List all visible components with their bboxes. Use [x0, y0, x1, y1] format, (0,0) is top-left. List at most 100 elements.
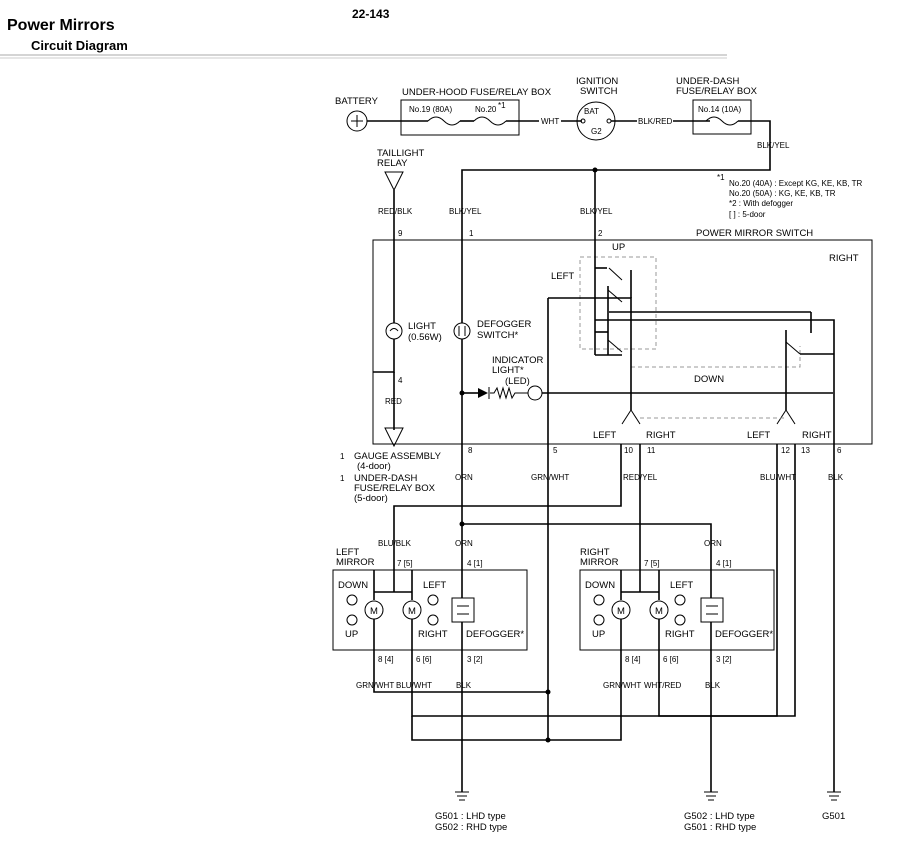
left-label-b: LEFT	[747, 430, 770, 441]
wire-orn-right	[462, 523, 712, 570]
taillight-relay: TAILLIGHT RELAY	[377, 148, 425, 192]
pin-13: 13	[801, 446, 810, 455]
right-label-a: RIGHT	[646, 430, 676, 441]
wire-sw-horiz-2	[595, 319, 835, 444]
ground-label-g502-lhd: G502 : LHD type	[684, 811, 755, 822]
wire-sw-common	[548, 297, 632, 410]
wire-label-orn-3: ORN	[704, 539, 722, 548]
lm-up-label: UP	[345, 629, 358, 640]
ground-symbol	[455, 791, 469, 801]
bat-label: BAT	[584, 107, 599, 116]
underhood-fuse-box: UNDER-HOOD FUSE/RELAY BOX No.19 (80A) No…	[400, 87, 552, 136]
right-mirror-label-1: RIGHT	[580, 547, 610, 558]
notes: *1 No.20 (40A) : Except KG, KE, KB, TR N…	[717, 173, 862, 219]
gauge-label-2: (4-door)	[357, 461, 391, 472]
junction	[545, 737, 551, 743]
pin-5: 5	[553, 446, 558, 455]
underdash-label-2: FUSE/RELAY BOX	[676, 86, 758, 97]
battery: BATTERY	[335, 96, 379, 132]
rm-motor-2: M	[655, 606, 663, 617]
note-2: *2 : With defogger	[729, 199, 793, 208]
ground-label-g501-lhd: G501 : LHD type	[435, 811, 506, 822]
rm-right-label: RIGHT	[665, 629, 695, 640]
wire-label-blk-yel-top: BLK/YEL	[757, 141, 790, 150]
lm-right-label: RIGHT	[418, 629, 448, 640]
gauge-ground-triangle	[384, 427, 404, 448]
left-label-switch: LEFT	[551, 271, 574, 282]
indicator-label-1: INDICATOR	[492, 355, 544, 366]
lm-motor-1: M	[370, 606, 378, 617]
rm-pin-4: 4 [1]	[716, 559, 732, 568]
wire-label-orn-1: ORN	[455, 473, 473, 482]
label-bg	[539, 116, 561, 126]
note-1b: No.20 (50A) : KG, KE, KB, TR	[729, 189, 836, 198]
lm-motor-2: M	[408, 606, 416, 617]
wire-label-lm-blu-wht: BLU/WHT	[396, 681, 432, 690]
rm-defogger-label: DEFOGGER*	[715, 629, 773, 640]
ground-label-g501-rhd: G501 : RHD type	[684, 822, 756, 833]
wire-label-blu-wht-1: BLU/WHT	[760, 473, 796, 482]
defog-sw-label-2: SWITCH*	[477, 330, 518, 341]
indicator-label-2: LIGHT*	[492, 365, 524, 376]
lm-defogger-label: DEFOGGER*	[466, 629, 524, 640]
wire-label-lm-grn-wht: GRN/WHT	[356, 681, 394, 690]
wire-label-rm-wht-red: WHT/RED	[644, 681, 682, 690]
wire-label-rm-grn-wht: GRN/WHT	[603, 681, 641, 690]
lm-pin-3: 3 [2]	[467, 655, 483, 664]
rm-pin-7: 7 [5]	[644, 559, 660, 568]
lm-pin-8: 8 [4]	[378, 655, 394, 664]
power-mirror-switch-box	[372, 239, 873, 445]
ground-symbol	[704, 791, 718, 801]
junction	[592, 167, 598, 173]
switch-contact	[785, 341, 801, 355]
wire-label-blu-blk: BLU/BLK	[378, 539, 412, 548]
switch-contact	[630, 409, 641, 425]
switch-contact	[608, 267, 623, 281]
rm-pin-3: 3 [2]	[716, 655, 732, 664]
note-mark: *1	[717, 173, 725, 182]
rm-motor-1: M	[617, 606, 625, 617]
switch-contact	[785, 409, 796, 425]
indicator-led: INDICATOR LIGHT* (LED)	[478, 355, 544, 401]
lm-left-label: LEFT	[423, 580, 446, 591]
light-label-1: LIGHT	[408, 321, 436, 332]
down-label: DOWN	[694, 374, 724, 385]
udfb-label-3: (5-door)	[354, 493, 388, 504]
pin-8: 8	[468, 446, 473, 455]
fuse14-label: No.14 (10A)	[698, 105, 741, 114]
wire-label-blk-yel-2: BLK/YEL	[580, 207, 613, 216]
lm-pin-4: 4 [1]	[467, 559, 483, 568]
ground-label-g501: G501	[822, 811, 845, 822]
wire-label-wht-2: WHT	[541, 117, 559, 126]
rm-pin-6: 6 [6]	[663, 655, 679, 664]
switch-link-dashed	[630, 346, 801, 368]
battery-label: BATTERY	[335, 96, 379, 107]
wire-label-blk-yel-1: BLK/YEL	[449, 207, 482, 216]
wire-blu-wht	[411, 444, 796, 717]
right-label-b: RIGHT	[802, 430, 832, 441]
ignition-switch: BAT G2 IGNITION SWITCH	[576, 76, 618, 141]
wire-lm-grn-wht	[373, 650, 548, 693]
udfb-label-1: UNDER-DASH	[354, 473, 417, 484]
g2-label: G2	[591, 127, 602, 136]
note-3: [ ] : 5-door	[729, 210, 766, 219]
wire-label-rm-blk: BLK	[705, 681, 721, 690]
pin-4: 4	[398, 376, 403, 385]
left-mirror: LEFT MIRROR 7 [5] 4 [1] DOWN UP LEFT RIG…	[332, 547, 528, 664]
wire-label-red-yel: RED/YEL	[623, 473, 658, 482]
gauge-assembly: 1 GAUGE ASSEMBLY (4-door) 1 UNDER-DASH F…	[340, 451, 442, 504]
switch-contact	[621, 409, 632, 425]
page-subtitle: Circuit Diagram	[31, 38, 128, 53]
page-title: Power Mirrors	[7, 17, 115, 34]
ground-label-g502-rhd: G502 : RHD type	[435, 822, 507, 833]
page-number: 22-143	[352, 7, 390, 21]
right-label-switch: RIGHT	[829, 253, 859, 264]
junction	[545, 689, 551, 695]
wire-label-orn-2: ORN	[455, 539, 473, 548]
fuse20-note-mark: *1	[498, 101, 506, 110]
left-mirror-label-2: MIRROR	[336, 557, 375, 568]
pin-10: 10	[624, 446, 633, 455]
note-1a: No.20 (40A) : Except KG, KE, KB, TR	[729, 179, 862, 188]
wire-light-bottom	[373, 339, 395, 373]
underdash-label-1: UNDER-DASH	[676, 76, 739, 87]
